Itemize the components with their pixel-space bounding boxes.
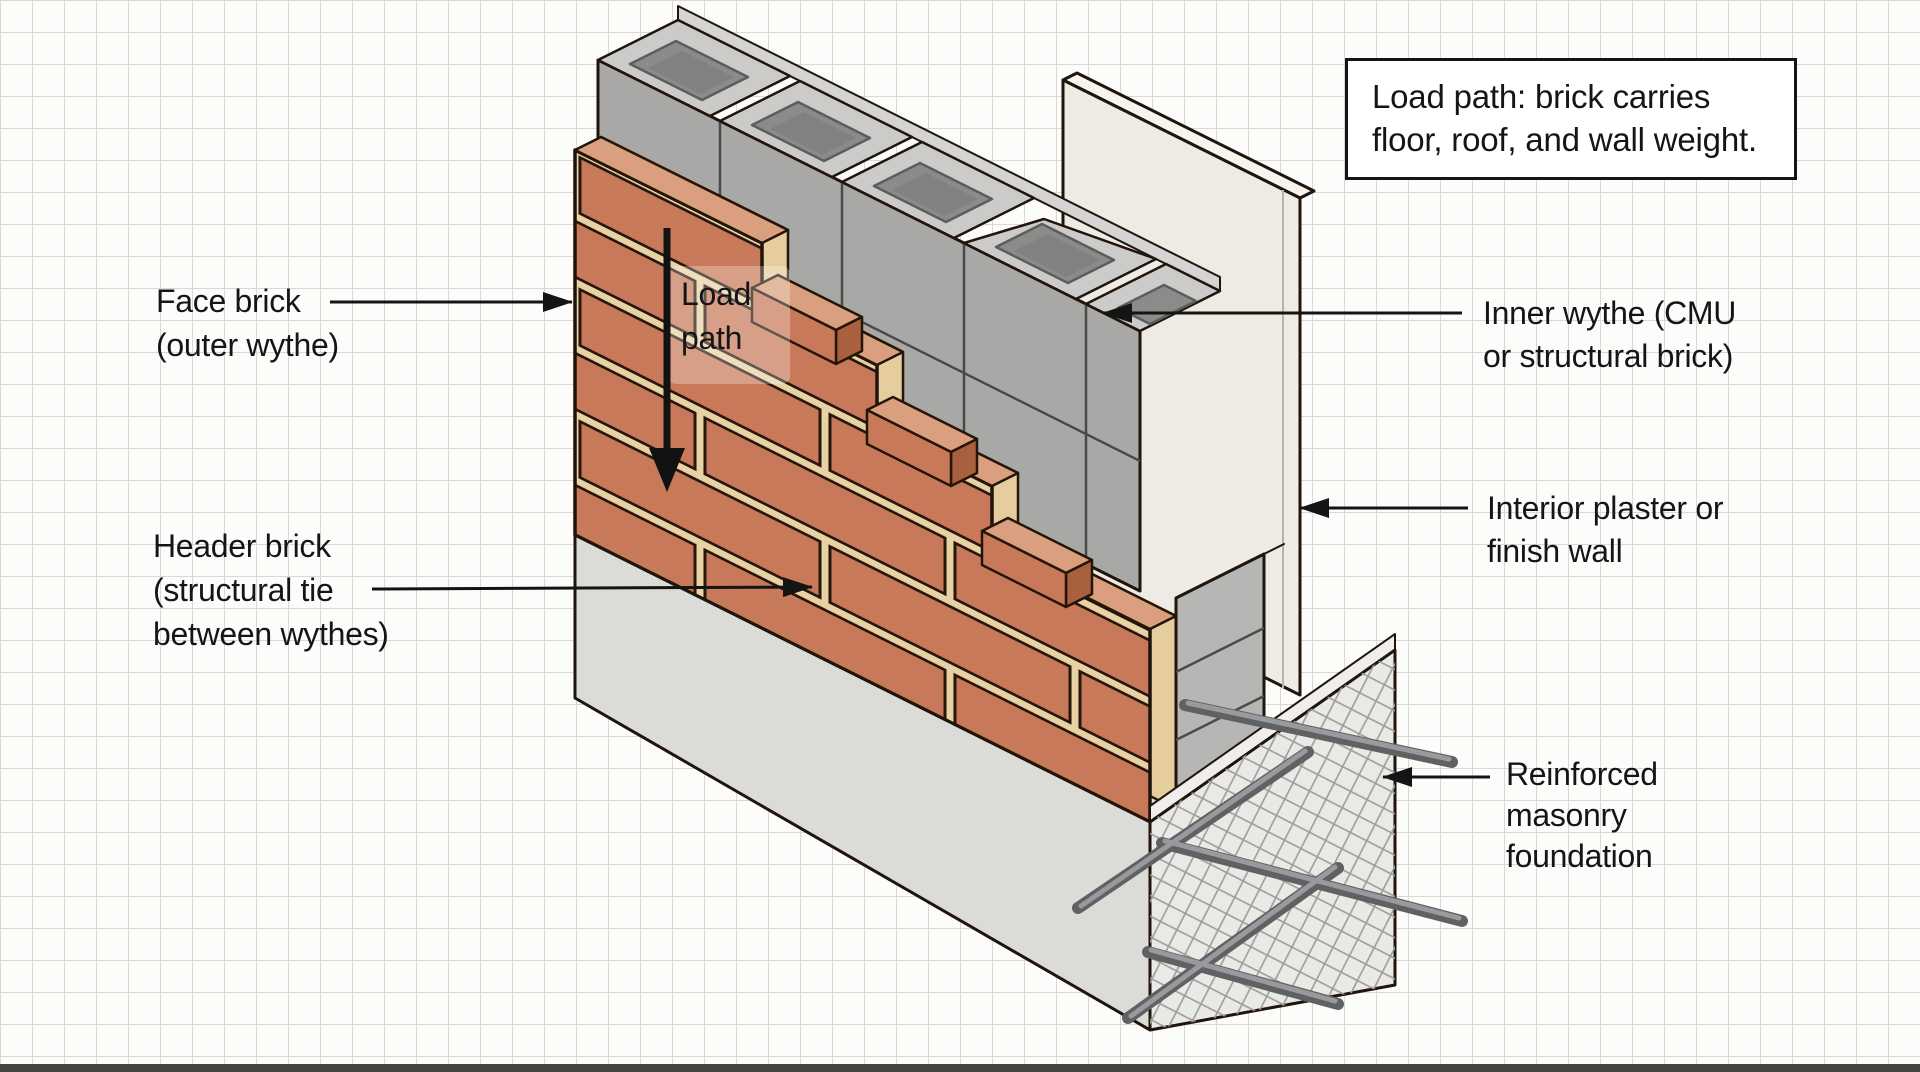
foundation-label-line3: foundation <box>1506 838 1653 874</box>
inner-wythe-label-line1: Inner wythe (CMU <box>1483 295 1737 331</box>
load-path-text-backdrop <box>668 266 790 384</box>
interior-plaster-label-line1: Interior plaster or <box>1487 490 1724 526</box>
foundation-label-line2: masonry <box>1506 797 1627 833</box>
face-brick-label: Face brick (outer wythe) <box>156 279 339 367</box>
note-box-line1: Load path: brick carries <box>1372 78 1711 115</box>
foundation <box>573 533 1468 1032</box>
rebar <box>1072 699 1468 1024</box>
inner-wythe-label-line2: or structural brick) <box>1483 338 1734 374</box>
face-brick-wythe <box>573 135 1178 824</box>
header-brick-label: Header brick (structural tie between wyt… <box>153 524 389 656</box>
header-brick-label-line3: between wythes) <box>153 616 389 652</box>
cmu-core-shading <box>648 51 1100 277</box>
leader-arrows <box>330 292 1490 787</box>
face-brick-label-line2: (outer wythe) <box>156 327 339 363</box>
load-path-note-box: Load path: brick carries floor, roof, an… <box>1345 58 1797 180</box>
interior-plaster-label: Interior plaster or finish wall <box>1487 487 1723 573</box>
note-box-line2: floor, roof, and wall weight. <box>1372 121 1757 158</box>
foundation-label-line1: Reinforced <box>1506 756 1658 792</box>
cmu-inner-wythe <box>596 5 1222 593</box>
load-path-label: Load path <box>681 272 751 360</box>
header-brick-leader-arrow <box>371 577 813 598</box>
header-brick-label-line2: (structural tie <box>153 572 334 608</box>
load-path-label-line2: path <box>681 320 743 356</box>
face-brick-label-line1: Face brick <box>156 283 301 319</box>
interior-plaster-label-line2: finish wall <box>1487 533 1623 569</box>
load-path-label-line1: Load <box>681 276 751 312</box>
foundation-label: Reinforced masonry foundation <box>1506 754 1658 877</box>
header-bricks <box>750 273 1094 609</box>
load-path-arrow <box>649 228 685 492</box>
paper-bottom-edge <box>0 1064 1920 1072</box>
inner-wythe-label: Inner wythe (CMU or structural brick) <box>1483 292 1736 378</box>
header-brick-label-line1: Header brick <box>153 528 331 564</box>
